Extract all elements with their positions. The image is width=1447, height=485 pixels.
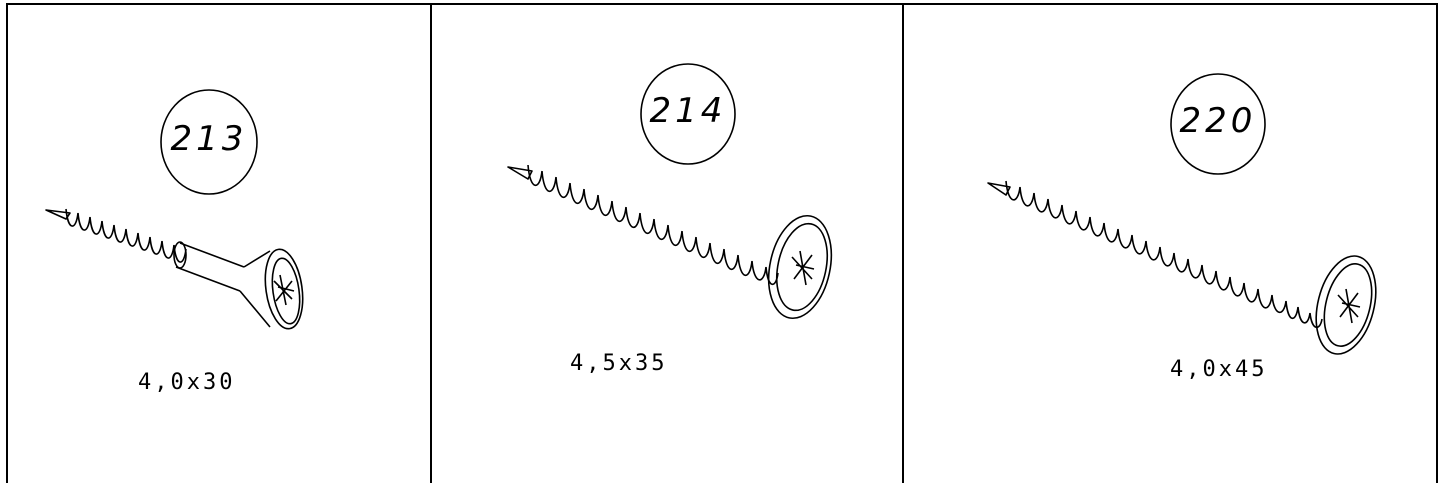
- part-cell-220: 220 4,0x45: [904, 5, 1440, 483]
- part-number-label: 220: [1179, 101, 1257, 141]
- cell-divider-1: [430, 5, 432, 483]
- wafer-head-screw-long-icon: [987, 73, 1377, 355]
- countersunk-screw-icon: [45, 89, 304, 330]
- cell-divider-2: [902, 5, 904, 483]
- parts-sheet: 213 4,0x30 214 4,5x35: [6, 3, 1438, 483]
- part-number-label: 213: [170, 119, 248, 159]
- wafer-head-screw-icon: [507, 63, 833, 320]
- part-size-label: 4,5x35: [570, 351, 668, 376]
- part-size-label: 4,0x45: [1170, 357, 1268, 382]
- part-number-label: 214: [649, 91, 727, 131]
- part-size-label: 4,0x30: [138, 370, 236, 395]
- part-cell-214: 214 4,5x35: [432, 5, 902, 483]
- part-cell-213: 213 4,0x30: [8, 5, 430, 483]
